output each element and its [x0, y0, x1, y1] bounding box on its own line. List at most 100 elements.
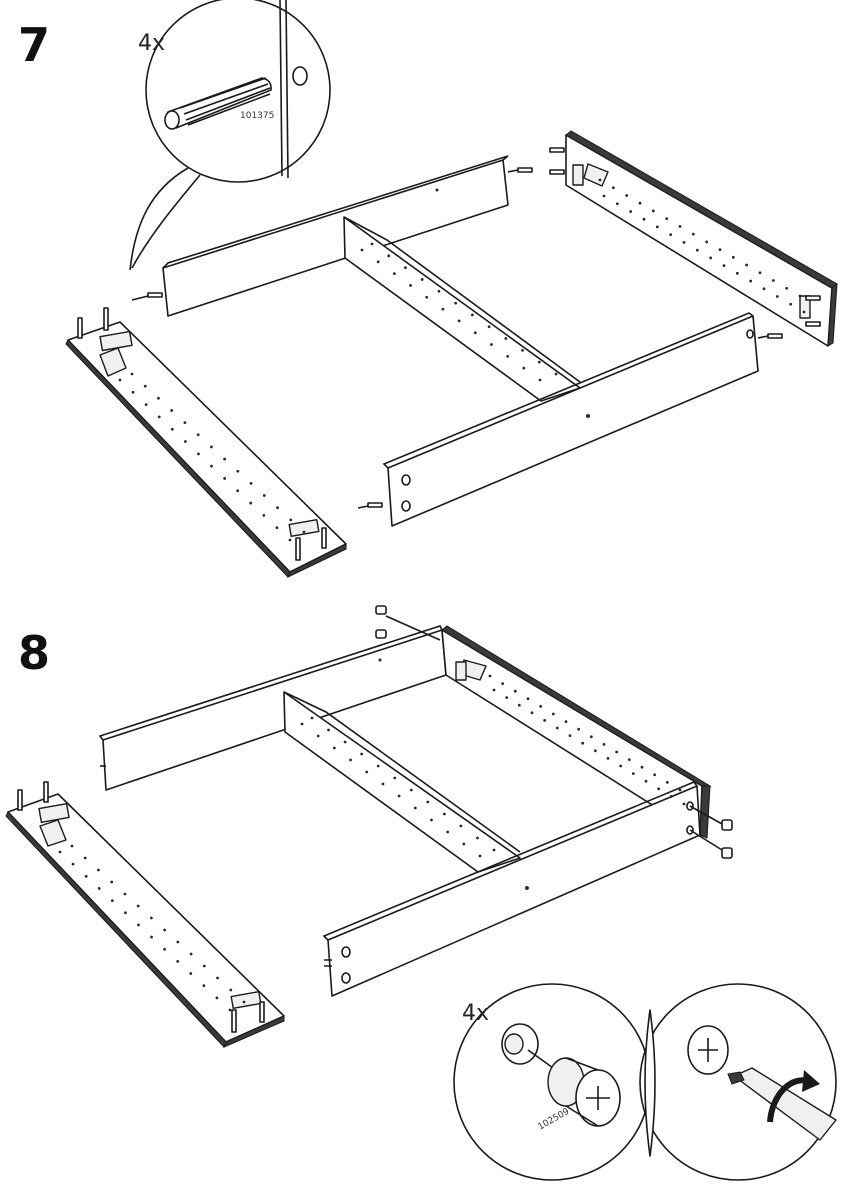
shelf-pin-hole — [493, 689, 496, 692]
shelf-pin-hole — [639, 202, 642, 205]
right-side-panel — [566, 131, 837, 346]
shelf-pin-hole — [666, 781, 669, 784]
shelf-pin-hole — [616, 202, 619, 205]
shelf-pin-hole — [669, 233, 672, 236]
shelf-pin-hole — [736, 272, 739, 275]
shelf-pin-hole — [223, 477, 226, 480]
shelf-pin-hole — [670, 795, 673, 798]
shelf-pin-hole — [679, 225, 682, 228]
shelf-pin-hole — [157, 397, 160, 400]
shelf-pin-hole — [476, 837, 479, 840]
shelf-pin-hole — [705, 240, 708, 243]
shelf-pin-hole — [789, 303, 792, 306]
dowel-quantity: 4x — [138, 31, 165, 56]
shelf-pin-hole — [289, 539, 292, 542]
shelf-pin-hole — [303, 531, 306, 534]
shelf-pin-hole — [243, 1001, 246, 1004]
shelf-pin-hole — [124, 911, 127, 914]
shelf-pin-hole — [479, 855, 482, 858]
back-rail — [100, 626, 446, 790]
shelf-pin-hole — [197, 452, 200, 455]
shelf-pin-hole — [518, 704, 521, 707]
shelf-pin-hole — [210, 465, 213, 468]
shelf-pin-hole — [85, 875, 88, 878]
shelf-pin-hole — [311, 717, 314, 720]
shelf-pin-hole — [577, 728, 580, 731]
shelf-pin-hole — [333, 747, 336, 750]
shelf-pin-hole — [531, 711, 534, 714]
shelf-pin-hole — [371, 243, 374, 246]
shelf-pin-hole — [382, 783, 385, 786]
shelf-pin-hole — [471, 314, 474, 317]
shelf-pin-hole — [438, 290, 441, 293]
shelf-pin-hole — [732, 256, 735, 259]
shelf-pin-hole — [539, 379, 542, 382]
shelf-pin-hole — [603, 743, 606, 746]
shelf-pin-hole — [759, 271, 762, 274]
shelf-pin-hole — [683, 803, 686, 806]
shelf-pin-hole — [656, 226, 659, 229]
shelf-pin-hole — [393, 272, 396, 275]
shelf-pin-hole — [59, 851, 62, 854]
shelf-pin-hole — [289, 518, 292, 521]
shelf-pin-hole — [446, 831, 449, 834]
shelf-pin-hole — [458, 320, 461, 323]
shelf-pin-hole — [263, 494, 266, 497]
shelf-pin-hole — [709, 256, 712, 259]
shelf-pin-hole — [262, 514, 265, 517]
shelf-pin-hole — [443, 813, 446, 816]
shelf-pin-hole — [393, 777, 396, 780]
shelf-pin-hole — [210, 446, 213, 449]
shelf-pin-hole — [410, 789, 413, 792]
shelf-pin-hole — [430, 819, 433, 822]
shelf-pin-hole — [488, 325, 491, 328]
shelf-pin-hole — [145, 403, 148, 406]
shelf-pin-hole — [197, 433, 200, 436]
shelf-pin-hole — [365, 771, 368, 774]
shelf-pin-hole — [628, 758, 631, 761]
shelf-pin-hole — [163, 929, 166, 932]
shelf-pin-hole — [474, 331, 477, 334]
center-divider — [344, 217, 580, 401]
shelf-pin-hole — [137, 905, 140, 908]
shelf-pin-hole — [505, 696, 508, 699]
shelf-pin-hole — [723, 264, 726, 267]
shelf-pin-hole — [641, 766, 644, 769]
shelf-pin-hole — [462, 843, 465, 846]
shelf-pin-hole — [276, 526, 279, 529]
shelf-pin-hole — [538, 361, 541, 364]
shelf-pin-hole — [202, 984, 205, 987]
shelf-pin-hole — [119, 379, 122, 382]
shelf-pin-hole — [190, 953, 193, 956]
shelf-pin-hole — [679, 789, 682, 792]
shelf-pin-hole — [387, 254, 390, 257]
shelf-pin-hole — [653, 773, 656, 776]
shelf-pin-hole — [158, 416, 161, 419]
shelf-pin-hole — [643, 218, 646, 221]
shelf-pin-hole — [84, 857, 87, 860]
shelf-pin-hole — [772, 279, 775, 282]
shelf-pin-hole — [377, 765, 380, 768]
shelf-pin-hole — [555, 373, 558, 376]
shelf-pin-hole — [504, 337, 507, 340]
shelf-pin-hole — [236, 489, 239, 492]
shelf-pin-hole — [615, 751, 618, 754]
shelf-pin-hole — [409, 284, 412, 287]
shelf-pin-hole — [317, 735, 320, 738]
shelf-pin-hole — [594, 749, 597, 752]
shelf-pin-hole — [189, 972, 192, 975]
shelf-pin-hole — [184, 440, 187, 443]
shelf-pin-hole — [603, 195, 606, 198]
shelf-pin-hole — [539, 705, 542, 708]
shelf-pin-hole — [629, 210, 632, 213]
step-8-illustration: 4x 102509 — [6, 606, 836, 1180]
shelf-pin-hole — [785, 287, 788, 290]
shelf-pin-hole — [132, 391, 135, 394]
shelf-pin-hole — [250, 482, 253, 485]
shelf-pin-hole — [426, 801, 429, 804]
shelf-pin-hole — [514, 690, 517, 693]
shelf-pin-hole — [301, 723, 304, 726]
shelf-pin-hole — [696, 249, 699, 252]
shelf-pin-hole — [625, 194, 628, 197]
center-divider — [284, 692, 520, 872]
